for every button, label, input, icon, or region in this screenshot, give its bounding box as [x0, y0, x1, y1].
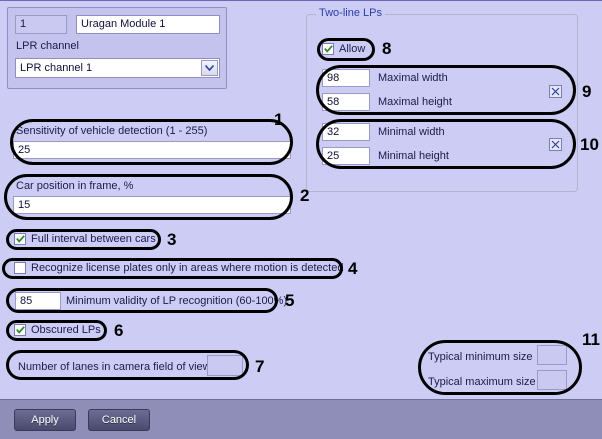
annotation-number-8: 8: [382, 39, 392, 58]
annotation-number-9: 9: [582, 82, 592, 101]
lanes-label: Number of lanes in camera field of view: [18, 361, 211, 373]
module-id-field[interactable]: 1: [15, 15, 67, 34]
annotation-number-4: 4: [348, 259, 358, 278]
typical-maximum-size-input[interactable]: [537, 370, 567, 390]
full-interval-checkbox-row[interactable]: Full interval between cars: [14, 233, 156, 245]
allow-checkbox[interactable]: [322, 43, 334, 55]
allow-checkbox-row[interactable]: Allow: [322, 43, 365, 55]
maximal-width-input[interactable]: 98: [322, 69, 370, 87]
annotation-number-1: 1: [274, 110, 284, 129]
lpr-channel-label: LPR channel: [16, 40, 79, 52]
x-box-icon-maximal[interactable]: [549, 85, 562, 98]
minimal-width-label: Minimal width: [378, 126, 445, 138]
annotation-number-6: 6: [114, 321, 124, 340]
two-line-lps-legend: Two-line LPs: [316, 7, 385, 19]
x-box-icon-minimal[interactable]: [549, 138, 562, 151]
maximal-height-label: Maximal height: [378, 96, 452, 108]
cancel-button[interactable]: Cancel: [88, 409, 150, 431]
recognize-motion-label: Recognize license plates only in areas w…: [31, 262, 344, 274]
car-position-label: Car position in frame, %: [16, 180, 134, 192]
lpr-channel-value: LPR channel 1: [20, 62, 93, 74]
annotation-number-3: 3: [167, 230, 177, 249]
apply-button[interactable]: Apply: [14, 409, 76, 431]
lpr-channel-select[interactable]: LPR channel 1: [15, 58, 220, 78]
recognize-motion-checkbox-row[interactable]: Recognize license plates only in areas w…: [14, 262, 343, 274]
module-name-field[interactable]: Uragan Module 1: [76, 15, 220, 34]
car-position-input[interactable]: 15: [13, 196, 291, 214]
footer-bar: Apply Cancel: [0, 399, 602, 439]
min-validity-label: Minimum validity of LP recognition (60-1…: [66, 295, 288, 307]
module-identity-panel: 1 Uragan Module 1 LPR channel LPR channe…: [7, 7, 227, 89]
maximal-width-label: Maximal width: [378, 72, 448, 84]
sensitivity-input[interactable]: 25: [13, 141, 291, 159]
minimal-width-input[interactable]: 32: [322, 123, 370, 141]
typical-minimum-size-label: Typical minimum size: [428, 351, 533, 363]
obscured-lps-label: Obscured LPs: [31, 324, 101, 336]
lanes-input[interactable]: [207, 355, 243, 376]
minimal-height-label: Minimal height: [378, 150, 449, 162]
obscured-lps-checkbox[interactable]: [14, 324, 26, 336]
annotation-number-5: 5: [285, 291, 295, 310]
allow-label: Allow: [339, 43, 366, 55]
two-line-lps-groupbox: [306, 14, 578, 192]
full-interval-checkbox[interactable]: [14, 233, 26, 245]
annotation-number-10: 10: [580, 135, 599, 154]
maximal-height-input[interactable]: 58: [322, 93, 370, 111]
typical-maximum-size-label: Typical maximum size: [428, 376, 536, 388]
chevron-down-icon[interactable]: [201, 60, 218, 76]
full-interval-label: Full interval between cars: [31, 233, 156, 245]
annotation-number-11: 11: [582, 330, 600, 349]
typical-minimum-size-input[interactable]: [537, 345, 567, 365]
recognize-motion-checkbox[interactable]: [14, 262, 26, 274]
obscured-lps-checkbox-row[interactable]: Obscured LPs: [14, 324, 101, 336]
annotation-number-2: 2: [300, 186, 310, 205]
sensitivity-label: Sensitivity of vehicle detection (1 - 25…: [16, 125, 208, 137]
annotation-number-7: 7: [255, 357, 265, 376]
min-validity-input[interactable]: 85: [15, 292, 61, 310]
minimal-height-input[interactable]: 25: [322, 147, 370, 165]
